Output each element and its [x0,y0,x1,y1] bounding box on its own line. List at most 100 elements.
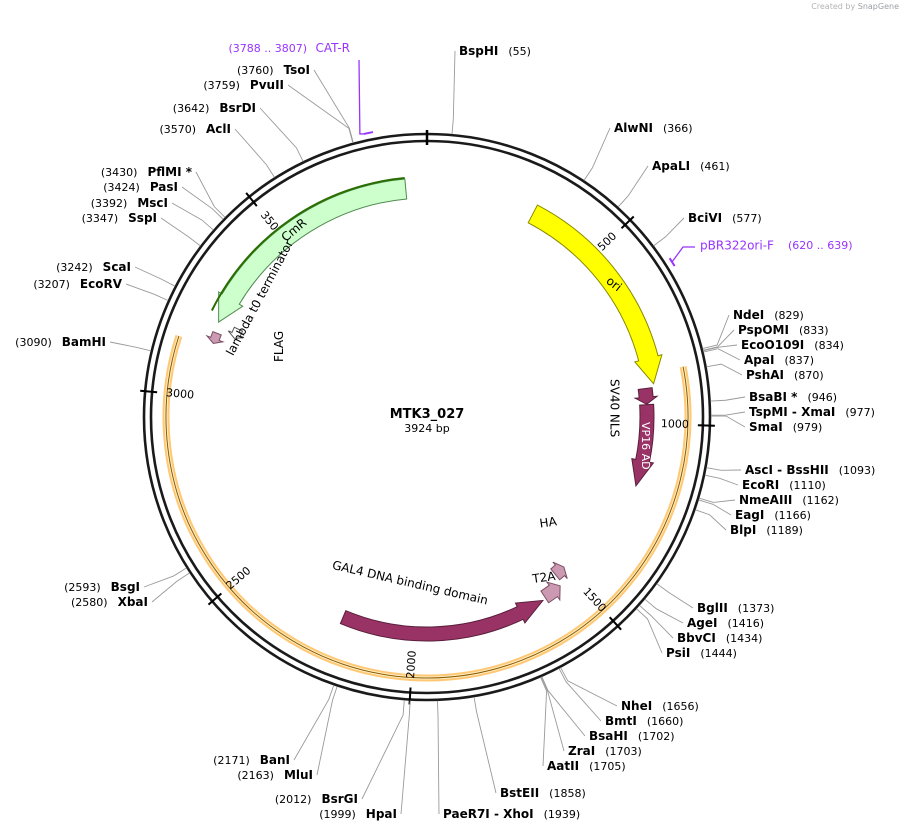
site-leader [710,411,746,416]
site-position: (3430) [101,166,138,179]
site-leader [400,700,411,815]
site-leader [558,668,602,722]
site-name-bsrdi: BsrDI [219,101,256,115]
site-position: (2593) [64,581,101,594]
site-name-apai: ApaI [744,353,774,367]
site-position: (1939) [544,808,581,821]
site-leader [704,474,739,486]
site-name-scai: ScaI [103,260,131,274]
site-name-bsrgi: BsrGI [321,792,358,806]
site-leader [181,186,224,220]
feature-cmr [218,178,408,323]
tick-label: 1000 [661,417,689,431]
site-name-bmti: BmtI [605,714,637,728]
site-leader [361,700,405,800]
site-leader [702,314,730,349]
site-leader [160,217,201,247]
site-name-psii: PsiI [666,646,690,660]
site-name-ecori: EcoRI [742,478,779,492]
site-name-bsteii: BstEII [500,786,539,800]
site-leader [695,509,727,531]
site-position: (3090) [15,336,52,349]
feature-label-t2a: T2A [530,569,557,586]
site-leader [710,415,746,428]
site-position: (3760) [237,64,274,77]
feature-flag [205,330,225,344]
site-position: (977) [845,406,875,419]
site-leader [109,341,151,352]
tick-label: 3000 [166,386,195,401]
site-name-aatii: AatII [547,759,579,773]
site-leader [287,84,354,143]
site-leader [134,266,176,287]
site-leader [703,344,738,352]
site-leader [541,676,586,737]
site-leader [560,667,618,707]
site-position: (55) [508,45,531,58]
site-name-mlui: MluI [284,768,313,782]
site-leader [293,685,335,761]
feature-t2a [540,581,561,604]
site-position: (946) [807,391,837,404]
site-position: (833) [799,324,829,337]
site-leader [313,69,354,143]
site-position: (1373) [738,602,775,615]
feature-ha [550,561,568,581]
site-name-eagi: EagI [735,508,764,522]
site-leader [644,598,684,624]
tick-mark-1500 [608,616,622,631]
site-position: (829) [774,309,804,322]
site-name-bani: BanI [260,753,290,767]
primer-range: (3788 .. 3807) [228,42,307,55]
site-position: (2012) [275,793,312,806]
site-position: (2580) [71,596,108,609]
tick-mark-1000 [697,424,715,427]
site-name-msci: MscI [137,196,168,210]
site-leader [656,583,694,609]
site-leader [636,608,663,654]
site-name-tspmi-xmai: TspMI - XmaI [749,405,835,419]
primer-label-pbr322ori-f: pBR322ori-F [700,239,774,253]
feature-label-gal4-dna-binding-domain: GAL4 DNA binding domain [331,558,489,607]
site-position: (3392) [91,197,128,210]
site-leader [706,467,742,471]
tick-label: 2000 [404,650,419,679]
site-name-sspi: SspI [128,211,157,225]
site-name-bcivi: BciVI [688,211,722,225]
site-name-ecoo109i: EcoO109I [741,338,804,352]
site-name-zrai: ZraI [568,744,595,758]
tick-label: 2500 [224,564,254,592]
site-position: (3207) [33,278,70,291]
sites-layer: BspHI(55)AlwNI(366)ApaLI(461)BciVI(577)N… [15,44,875,821]
site-position: (3759) [203,79,240,92]
site-position: (1189) [766,524,803,537]
site-position: (1093) [839,464,876,477]
site-leader [195,171,226,218]
site-leader [617,165,649,208]
site-position: (870) [794,369,824,382]
site-position: (3242) [56,261,93,274]
site-position: (1999) [319,808,356,821]
tick-mark-500 [620,215,635,230]
site-leader [316,686,338,776]
site-position: (3347) [82,212,119,225]
site-position: (2171) [213,754,250,767]
site-position: (1705) [589,760,626,773]
site-name-bamhi: BamHI [62,335,106,349]
expression-band-line [165,335,689,679]
site-leader [143,567,187,588]
site-name-apali: ApaLI [652,159,690,173]
site-name-pshai: PshAI [746,368,784,382]
tick-mark-3500 [245,192,258,207]
site-leader [583,127,611,181]
site-leader [451,50,456,135]
primer-label-cat-r: CAT-R [315,41,350,55]
site-leader [125,283,169,301]
site-position: (366) [663,122,693,135]
feature-lambda-t0-terminator [227,326,245,339]
site-position: (1858) [549,787,586,800]
snapgene-credit: Created by SnapGene [811,2,899,11]
site-position: (1660) [647,715,684,728]
feature-gal4-dna-binding-domain [339,599,545,642]
